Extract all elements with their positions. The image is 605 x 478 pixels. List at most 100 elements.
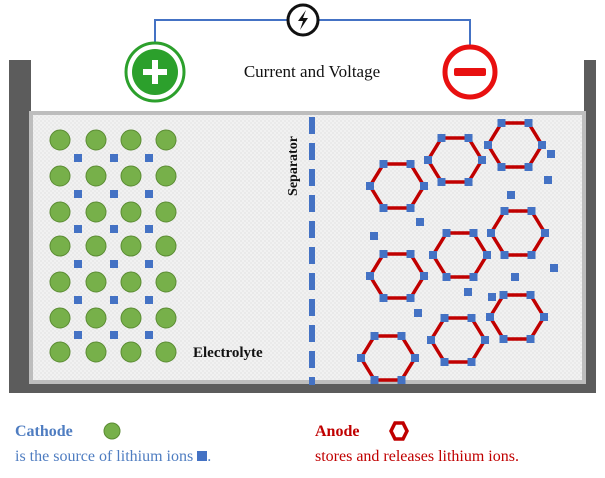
lithium-ion (110, 225, 118, 233)
plus-icon (124, 41, 186, 103)
cathode-particle (85, 129, 107, 151)
lithium-ion (507, 191, 515, 199)
cathode-particle (49, 129, 71, 151)
cathode-particle (49, 235, 71, 257)
lithium-ion (74, 190, 82, 198)
lithium-ion (414, 309, 422, 317)
lithium-ion (478, 156, 486, 164)
lithium-ion (486, 313, 494, 321)
lithium-ion (440, 314, 449, 322)
lithium-ion (411, 354, 419, 362)
ion-square-icon (197, 450, 208, 461)
lithium-ion (416, 218, 424, 226)
lithium-ion (464, 288, 472, 296)
cathode-particle (85, 341, 107, 363)
circuit-wire (154, 19, 471, 47)
lithium-ion (366, 272, 374, 280)
lithium-ion (497, 119, 506, 127)
lithium-ion (527, 251, 536, 259)
lithium-ion (526, 335, 535, 343)
cathode-particle (120, 235, 142, 257)
lithium-ion (110, 154, 118, 162)
separator-label: Separator (286, 136, 301, 196)
lithium-ion (469, 229, 478, 237)
lithium-ion (437, 178, 446, 186)
cathode-particle (155, 307, 177, 329)
lithium-ion (467, 358, 476, 366)
cathode-particle (85, 271, 107, 293)
cathode-description: is the source of lithium ions. (15, 448, 211, 466)
cathode-particle (85, 201, 107, 223)
lithium-ion (464, 134, 473, 142)
lithium-ion (524, 119, 533, 127)
cathode-particle (155, 129, 177, 151)
cathode-particle (155, 271, 177, 293)
lithium-ion (511, 273, 519, 281)
lithium-ion (406, 250, 415, 258)
lightning-icon (286, 3, 320, 37)
lithium-ion (483, 251, 491, 259)
lithium-ion (370, 232, 378, 240)
cathode-description-end: . (207, 448, 212, 465)
lithium-ion (540, 313, 548, 321)
lithium-ion (74, 260, 82, 268)
lithium-ion (424, 156, 432, 164)
lithium-ion (420, 272, 428, 280)
lithium-ion (488, 293, 496, 301)
lithium-ion (499, 291, 508, 299)
cathode-particle (120, 165, 142, 187)
cathode-particle (155, 201, 177, 223)
cathode-particle (49, 165, 71, 187)
cathode-particle (120, 201, 142, 223)
anode-lattice (357, 119, 558, 384)
lithium-ion (74, 154, 82, 162)
lithium-ion (145, 331, 153, 339)
lithium-ion (544, 176, 552, 184)
minus-icon (442, 44, 498, 100)
lithium-ion (397, 332, 406, 340)
cathode-particle (49, 307, 71, 329)
cathode-particle (85, 307, 107, 329)
lithium-ion (442, 273, 451, 281)
cathode-particle (155, 341, 177, 363)
lithium-ion (526, 291, 535, 299)
lithium-ion (550, 264, 558, 272)
anode-description: stores and releases lithium ions. (315, 448, 519, 465)
lithium-ion (487, 229, 495, 237)
cathode-particle (120, 271, 142, 293)
lithium-ion (420, 182, 428, 190)
cathode-lattice (49, 129, 177, 363)
cathode-particle (155, 165, 177, 187)
lithium-ion (406, 204, 415, 212)
lithium-ion (437, 134, 446, 142)
cathode-particle (120, 341, 142, 363)
lithium-ion (429, 251, 437, 259)
cathode-circle-icon (103, 422, 121, 440)
lithium-ion (500, 251, 509, 259)
cathode-particle (120, 307, 142, 329)
lithium-ion (442, 229, 451, 237)
lithium-ion (110, 190, 118, 198)
lithium-ion (357, 354, 365, 362)
lithium-ion (145, 260, 153, 268)
lithium-ion (406, 160, 415, 168)
lithium-ion (379, 294, 388, 302)
lithium-ion (547, 150, 555, 158)
anode-hexagon-icon (389, 421, 409, 441)
cathode-description-text: is the source of lithium ions (15, 448, 194, 465)
lithium-ion (469, 273, 478, 281)
lithium-ion (406, 294, 415, 302)
lithium-ion (74, 296, 82, 304)
electrolyte-label: Electrolyte (193, 345, 263, 361)
cathode-title: Cathode (15, 423, 73, 440)
cathode-particle (85, 165, 107, 187)
lithium-ion (499, 335, 508, 343)
lithium-ion (500, 207, 509, 215)
lithium-ion (484, 141, 492, 149)
cathode-particle (85, 235, 107, 257)
cathode-particle (120, 129, 142, 151)
lithium-ion (110, 260, 118, 268)
lithium-ion (467, 314, 476, 322)
lithium-ion (379, 250, 388, 258)
